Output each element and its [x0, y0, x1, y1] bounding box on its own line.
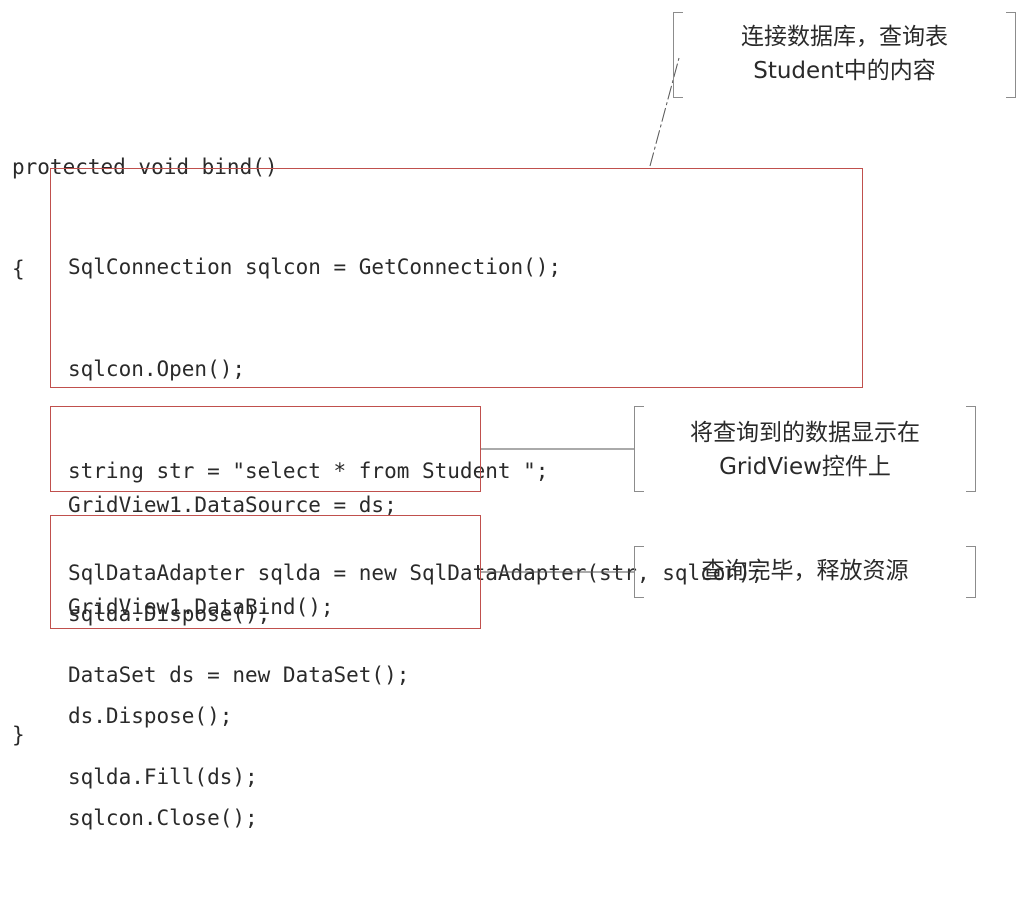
- code-line: SqlDataAdapter sqlda = new SqlDataAdapte…: [68, 561, 764, 585]
- connect-callout-bracket-left: [673, 12, 683, 98]
- open-brace: {: [12, 257, 25, 281]
- connect-callout-bracket-right: [1006, 12, 1016, 98]
- callout-line: GridView控件上: [719, 454, 891, 480]
- connect-code-block: SqlConnection sqlcon = GetConnection(); …: [50, 168, 863, 789]
- callout-line: 查询完毕，释放资源: [701, 558, 909, 584]
- bind-callout-bracket-left: [634, 406, 644, 492]
- callout-line: 连接数据库，查询表: [741, 24, 948, 50]
- close-brace-text: }: [12, 723, 25, 747]
- code-line: sqlcon.Close();: [68, 806, 258, 830]
- close-brace: }: [12, 650, 37, 786]
- code-line: string str = "select * from Student ";: [68, 459, 549, 483]
- bind-callout-bracket-right: [966, 406, 976, 492]
- code-line: SqlConnection sqlcon = GetConnection();: [68, 255, 562, 279]
- signature-line: protected void bind(): [12, 155, 278, 179]
- code-line: GridView1.DataSource = ds;: [68, 493, 397, 517]
- callout-line: 将查询到的数据显示在: [690, 420, 920, 446]
- code-line: sqlda.Dispose();: [68, 602, 271, 626]
- code-line: DataSet ds = new DataSet();: [68, 663, 410, 687]
- dispose-code-block: sqlda.Dispose(); ds.Dispose(); sqlcon.Cl…: [50, 515, 481, 830]
- code-line: GridView1.DataBind();: [68, 595, 334, 619]
- callout-line: Student中的内容: [753, 58, 936, 84]
- method-signature: protected void bind() {: [12, 82, 278, 320]
- dispose-callout-bracket-right: [966, 546, 976, 598]
- dispose-callout: 查询完毕，释放资源: [644, 554, 966, 588]
- code-line: ds.Dispose();: [68, 704, 233, 728]
- connect-callout: 连接数据库，查询表 Student中的内容: [683, 20, 1006, 88]
- dispose-callout-bracket-left: [634, 546, 644, 598]
- code-line: sqlcon.Open();: [68, 357, 246, 381]
- bind-code-block: GridView1.DataSource = ds; GridView1.Dat…: [50, 406, 481, 619]
- bind-callout: 将查询到的数据显示在 GridView控件上: [644, 416, 966, 484]
